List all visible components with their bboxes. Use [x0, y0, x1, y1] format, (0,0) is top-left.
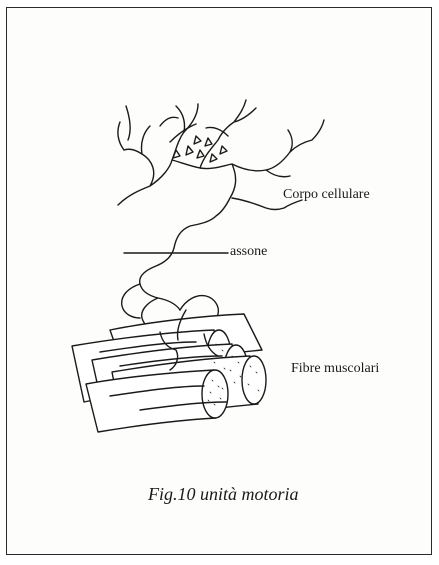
- axon-label: assone: [230, 244, 267, 260]
- figure-caption: Fig.10 unità motoria: [148, 484, 299, 505]
- neuron-cell-body: [118, 100, 324, 248]
- muscle-fibers-label: Fibre muscolari: [291, 361, 379, 377]
- cell-body-label: Corpo cellulare: [283, 187, 370, 203]
- muscle-fibers-bundle: [72, 310, 266, 432]
